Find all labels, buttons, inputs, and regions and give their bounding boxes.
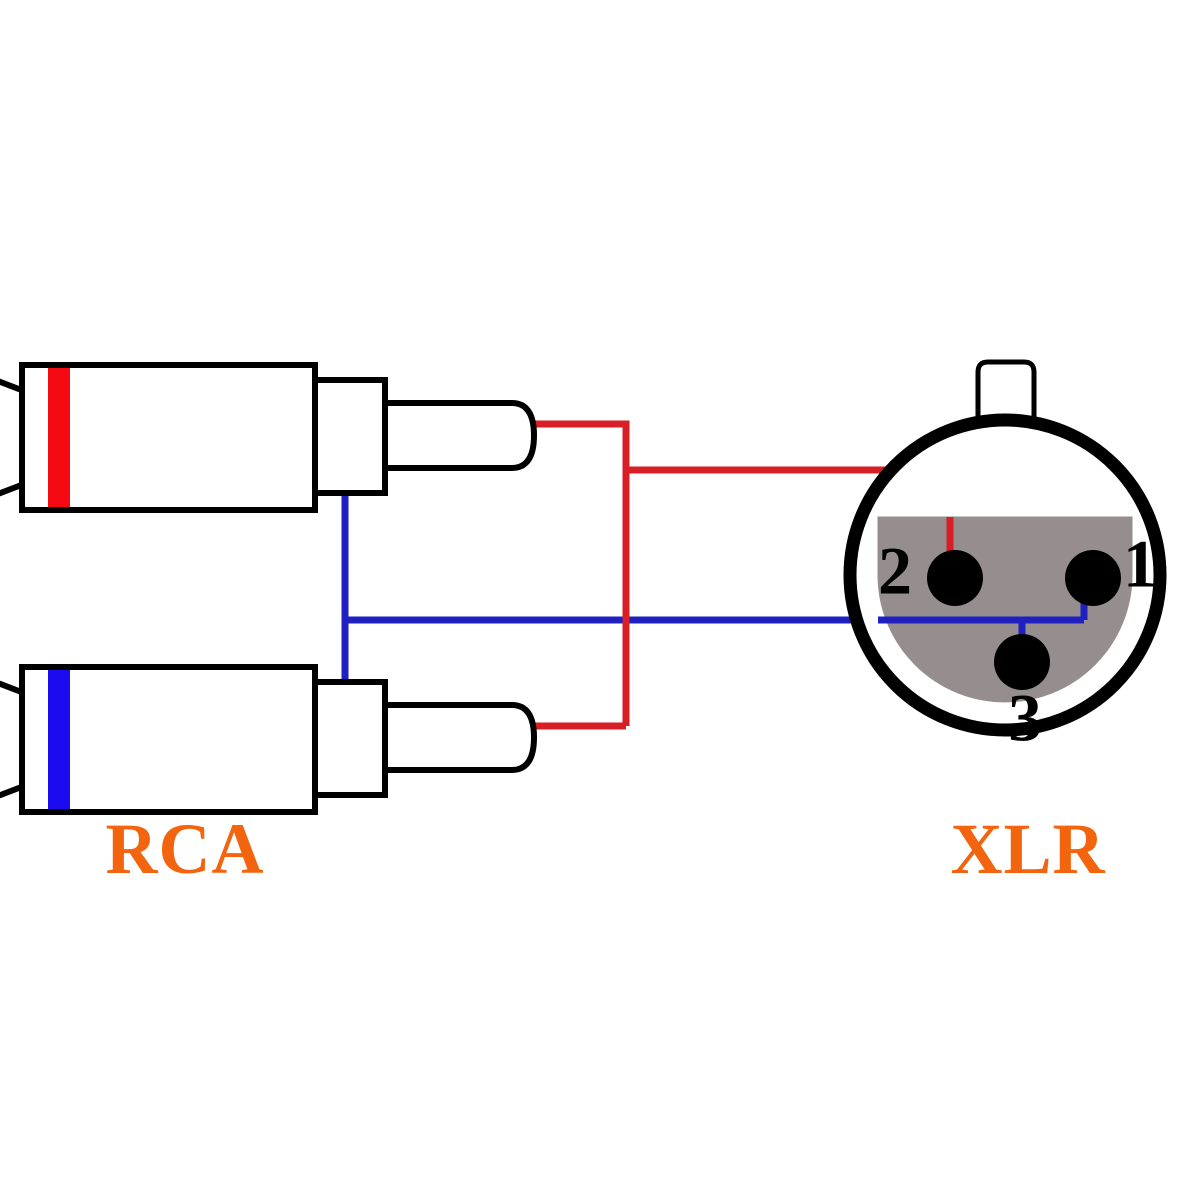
rca-top-cable-tail-upper bbox=[0, 378, 26, 394]
rca-top-cable-tail-lower bbox=[0, 481, 26, 497]
rca-bottom-collar bbox=[310, 679, 388, 798]
rca-plug-top bbox=[0, 362, 538, 513]
xlr-latch-tab bbox=[975, 359, 1037, 423]
xlr-pin-3-number: 3 bbox=[1008, 680, 1042, 756]
xlr-pin-2-number: 2 bbox=[878, 533, 912, 609]
xlr-caption: XLR bbox=[950, 809, 1105, 889]
xlr-pin-1 bbox=[1065, 550, 1121, 606]
rca-bottom-blue-stripe bbox=[48, 670, 70, 809]
red-wire-vertical-bus bbox=[528, 420, 630, 726]
rca-top-center-pin bbox=[382, 400, 538, 471]
xlr-connector: 2 1 3 bbox=[843, 359, 1167, 756]
rca-top-red-stripe bbox=[48, 368, 70, 507]
rca-plug-bottom bbox=[0, 664, 538, 815]
xlr-pin-2 bbox=[927, 550, 983, 606]
xlr-pin-1-number: 1 bbox=[1123, 526, 1157, 602]
rca-bottom-body bbox=[19, 664, 318, 815]
rca-top-body bbox=[19, 362, 318, 513]
rca-top-collar bbox=[310, 377, 388, 496]
rca-bottom-cable-tail-lower bbox=[0, 783, 26, 799]
rca-bottom-center-pin bbox=[382, 702, 538, 773]
rca-bottom-cable-tail-upper bbox=[0, 680, 26, 696]
rca-caption: RCA bbox=[106, 809, 265, 889]
xlr-pin-3 bbox=[994, 634, 1050, 690]
